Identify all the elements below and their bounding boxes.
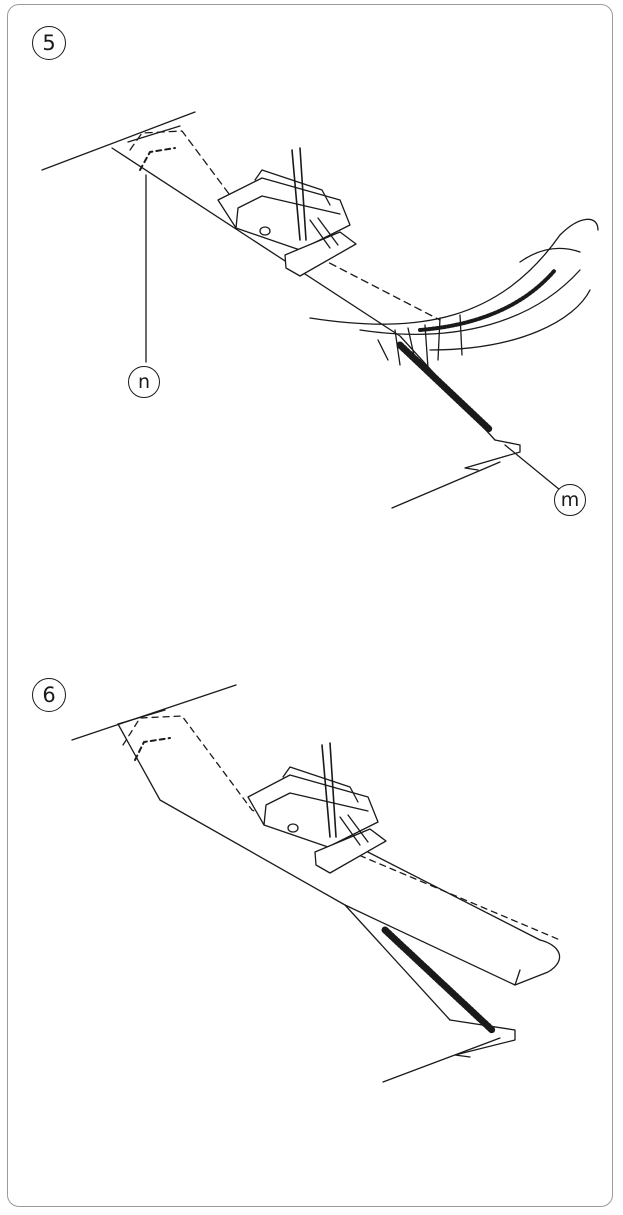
presser-foot-5 xyxy=(218,148,356,276)
seam-dashed-inner-6 xyxy=(135,738,170,760)
callout-m: m xyxy=(554,484,586,516)
fabric-bottom-edge-6 xyxy=(383,1038,500,1082)
step-6-illustration xyxy=(72,685,560,1082)
seam-dashed-inner xyxy=(140,148,175,170)
fabric-top-edge xyxy=(42,112,195,170)
fabric-curve-inner xyxy=(430,290,590,350)
fabric-curve-lip xyxy=(520,248,580,262)
hem-corner-6 xyxy=(450,1020,515,1057)
zigzag-stitching-6 xyxy=(385,930,492,1030)
step-6-badge: 6 xyxy=(32,678,66,712)
presser-foot-6 xyxy=(248,743,386,873)
callout-n: n xyxy=(128,366,160,398)
zigzag-stitching xyxy=(400,345,490,430)
fabric-bottom-edge xyxy=(392,462,500,508)
step-5-badge: 5 xyxy=(32,26,66,60)
fabric-strip-top xyxy=(360,848,540,940)
fabric-strip-end xyxy=(515,940,560,985)
callout-line-m xyxy=(505,445,560,490)
step-5-illustration xyxy=(42,112,598,508)
fabric-top-edge-6 xyxy=(72,685,236,740)
